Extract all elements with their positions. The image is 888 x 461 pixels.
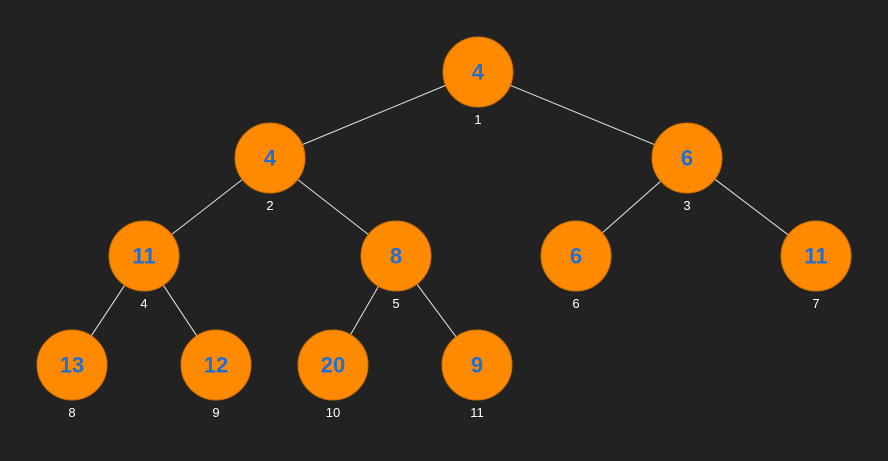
edge-4-8: [90, 284, 126, 337]
edge-1-2: [302, 84, 446, 146]
node-circle: [180, 329, 252, 401]
node-value: 20: [321, 353, 345, 378]
tree-node-6: 66: [540, 220, 612, 311]
node-index-label: 8: [68, 405, 75, 420]
node-circle: [36, 329, 108, 401]
node-circle: [297, 329, 369, 401]
node-value: 6: [681, 146, 693, 171]
node-circle: [442, 36, 514, 108]
node-value: 12: [204, 353, 228, 378]
node-circle: [108, 220, 180, 292]
tree-node-5: 85: [360, 220, 432, 311]
node-index-label: 6: [572, 296, 579, 311]
node-value: 9: [471, 353, 483, 378]
node-circle: [651, 122, 723, 194]
node-index-label: 2: [266, 198, 273, 213]
node-index-label: 3: [683, 198, 690, 213]
edge-5-10: [350, 286, 379, 335]
edge-1-3: [510, 84, 655, 146]
node-index-label: 10: [326, 405, 340, 420]
tree-node-7: 11 7: [780, 220, 852, 311]
node-value: 13: [60, 353, 84, 378]
node-index-label: 7: [812, 296, 819, 311]
node-circle: [441, 329, 513, 401]
edge-4-9: [162, 284, 198, 337]
tree-node-2: 42: [234, 122, 306, 213]
node-value: 11: [804, 244, 827, 269]
node-index-label: 4: [140, 296, 147, 311]
node-value: 4: [264, 146, 277, 171]
node-circle: [234, 122, 306, 194]
edge-3-6: [601, 180, 662, 234]
node-index-label: 9: [212, 405, 219, 420]
node-circle: [780, 220, 852, 292]
node-index-label: 11: [470, 405, 484, 420]
edge-2-4: [171, 179, 243, 235]
tree-node-11: 9 11: [441, 329, 513, 420]
node-value: 11: [132, 244, 155, 269]
node-value: 8: [390, 244, 402, 269]
node-value: 4: [472, 60, 485, 85]
tree-node-9: 12 9: [180, 329, 252, 420]
node-circle: [360, 220, 432, 292]
edge-5-11: [416, 283, 457, 338]
node-value: 6: [570, 244, 582, 269]
edge-3-7: [714, 178, 789, 236]
tree-node-4: 11 4: [108, 220, 180, 311]
node-index-label: 5: [392, 296, 399, 311]
tree-node-3: 63: [651, 122, 723, 213]
tree-edges: [90, 84, 789, 338]
edge-2-5: [297, 179, 369, 235]
tree-node-8: 13 8: [36, 329, 108, 420]
node-circle: [540, 220, 612, 292]
tree-node-1: 41: [442, 36, 514, 127]
node-index-label: 1: [474, 112, 481, 127]
